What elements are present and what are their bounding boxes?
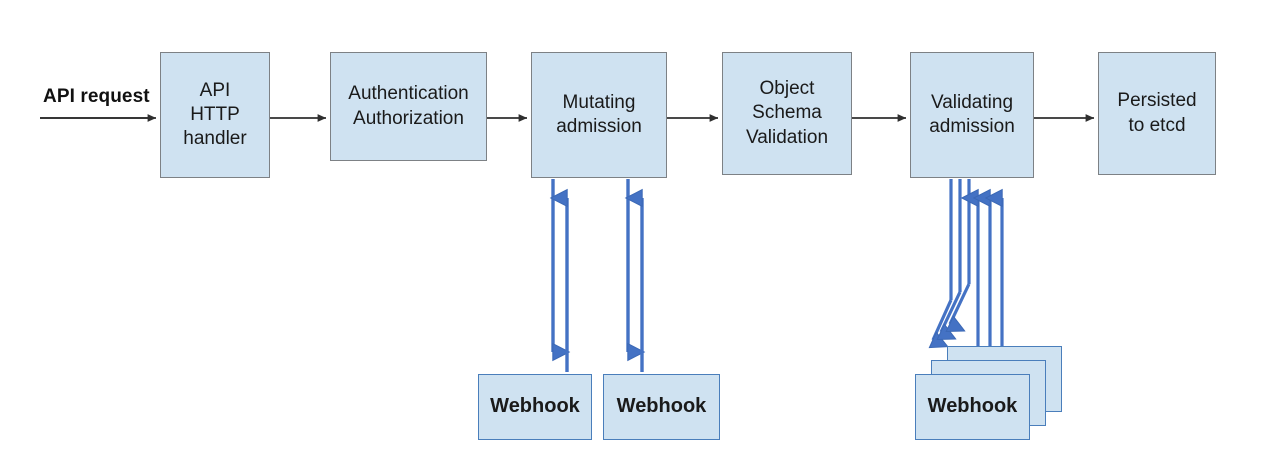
webhook-box-mutating-1[interactable]: Webhook [478,374,592,440]
stage-persisted-to-etcd[interactable]: Persisted to etcd [1098,52,1216,175]
stage-label: Validating admission [929,91,1015,137]
stage-object-schema-validation[interactable]: Object Schema Validation [722,52,852,175]
mutating-webhook-2-connector [628,179,642,372]
stage-label: Object Schema Validation [745,78,829,148]
stage-label: API HTTP handler [183,79,247,150]
stage-api-http-handler[interactable]: API HTTP handler [160,52,270,178]
validating-webhook-stack-connector [933,179,1004,372]
stage-mutating-admission[interactable]: Mutating admission [531,52,667,178]
stage-label: Persisted to etcd [1117,90,1197,136]
api-request-label: API request [43,86,150,107]
stage-label: Mutating admission [556,91,642,137]
webhook-label: Webhook [616,395,707,418]
webhook-label: Webhook [927,395,1018,418]
webhook-label: Webhook [490,395,580,418]
stage-validating-admission[interactable]: Validating admission [910,52,1034,178]
webhook-box-mutating-2[interactable]: Webhook [603,374,720,440]
stage-label: Authentication Authorization [348,83,469,129]
stage-authentication-authorization[interactable]: Authentication Authorization [330,52,487,161]
mutating-webhook-1-connector [553,179,567,372]
webhook-box-validating-stack-front[interactable]: Webhook [915,374,1030,440]
